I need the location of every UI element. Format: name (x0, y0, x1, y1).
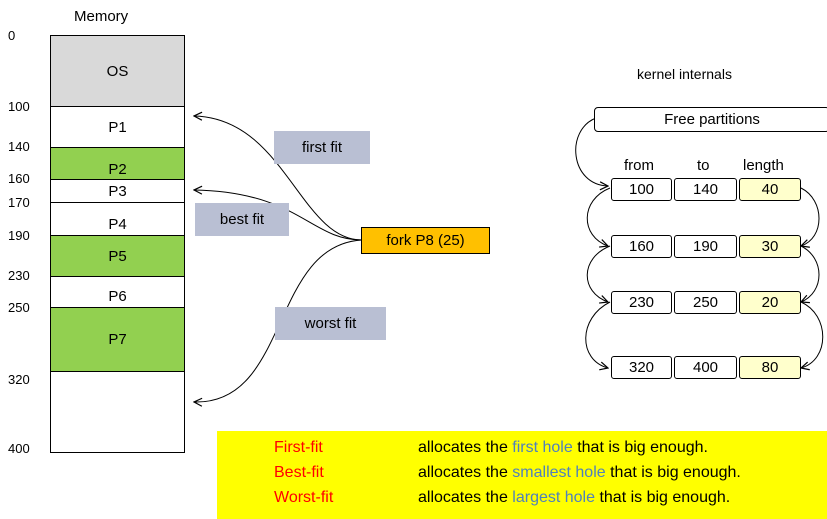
address-label: 230 (8, 268, 30, 283)
worst-fit-label: worst fit (275, 307, 386, 340)
list-connector (586, 187, 611, 246)
legend-term: Worst-fit (274, 489, 334, 506)
header-from: from (624, 157, 654, 174)
legend-box: First-fit allocates the first hole that … (217, 431, 827, 519)
list-connector (586, 245, 611, 302)
best-fit-label: best fit (195, 203, 289, 236)
cell-length: 30 (739, 235, 801, 258)
list-connector (801, 245, 820, 302)
legend-description: allocates the largest hole that is big e… (418, 489, 731, 506)
cell-from: 320 (611, 356, 672, 379)
memory-segment-p7: P7 (50, 307, 185, 372)
address-label: 100 (8, 99, 30, 114)
free-partitions-box: Free partitions (594, 107, 827, 132)
address-label: 320 (8, 372, 30, 387)
address-label: 190 (8, 228, 30, 243)
address-label: 170 (8, 195, 30, 210)
cell-to: 190 (674, 235, 737, 258)
address-label: 400 (8, 441, 30, 456)
legend-term: Best-fit (274, 464, 324, 481)
header-to: to (697, 157, 710, 174)
cell-to: 250 (674, 291, 737, 314)
cell-from: 100 (611, 178, 672, 201)
legend-description: allocates the smallest hole that is big … (418, 464, 741, 481)
fork-request-box: fork P8 (25) (361, 227, 490, 254)
legend-description: allocates the first hole that is big eno… (418, 439, 708, 456)
memory-segment-os: OS (50, 35, 185, 107)
first-fit-label: first fit (274, 131, 370, 164)
cell-from: 160 (611, 235, 672, 258)
list-connector (575, 117, 608, 186)
kernel-title: kernel internals (637, 66, 732, 82)
address-label: 250 (8, 300, 30, 315)
cell-from: 230 (611, 291, 672, 314)
memory-segment-free (50, 371, 185, 453)
address-label: 140 (8, 139, 30, 154)
list-connector (801, 301, 824, 368)
cell-length: 40 (739, 178, 801, 201)
cell-to: 400 (674, 356, 737, 379)
memory-title: Memory (74, 8, 129, 25)
cell-length: 80 (739, 356, 801, 379)
list-connector (585, 301, 611, 368)
list-connector (801, 187, 820, 246)
memory-segment-p5: P5 (50, 235, 185, 277)
legend-term: First-fit (274, 439, 323, 456)
address-label: 0 (8, 28, 16, 43)
cell-length: 20 (739, 291, 801, 314)
first-fit-arrow (194, 116, 363, 241)
address-label: 160 (8, 171, 30, 186)
best-fit-arrow (194, 190, 363, 241)
header-length: length (743, 157, 784, 174)
memory-segment-p1: P1 (50, 106, 185, 148)
cell-to: 140 (674, 178, 737, 201)
memory-segment-p2: P2 (50, 147, 185, 180)
